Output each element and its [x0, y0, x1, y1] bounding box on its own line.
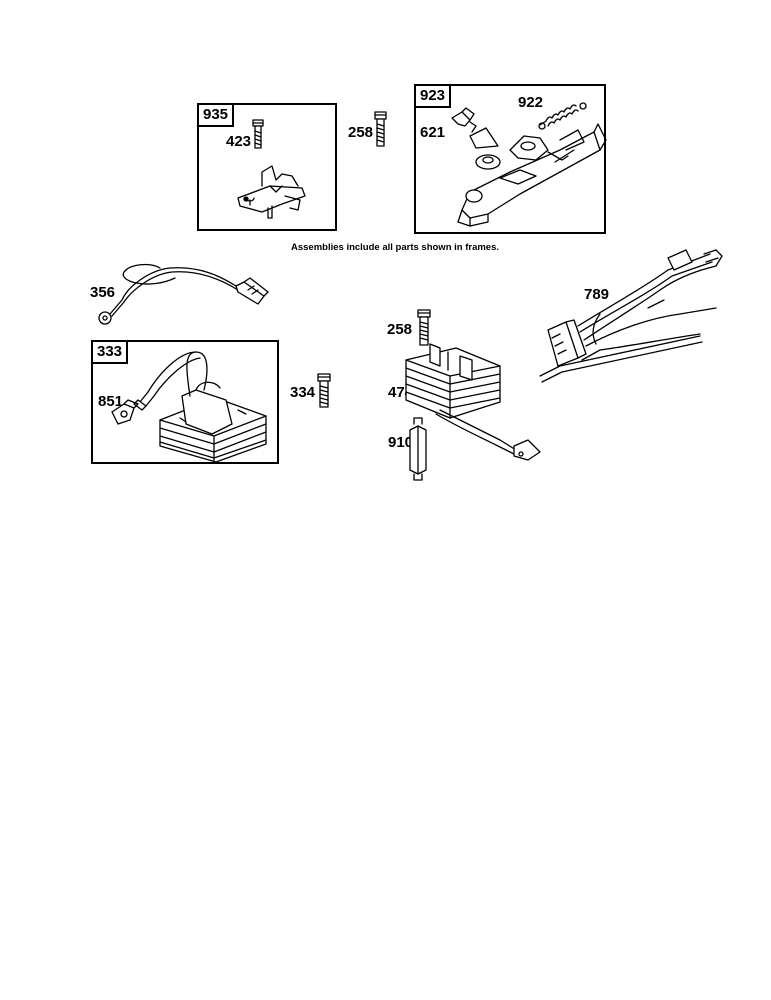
frame-935-tag: 935: [199, 105, 235, 127]
part-label-356: 356: [90, 284, 116, 301]
part-label-258-top: 258: [348, 124, 374, 141]
part-label-258-mid: 258: [387, 321, 413, 338]
rectifier-icon: [405, 343, 541, 461]
governor-plate-icon: [457, 123, 607, 227]
part-label-423: 423: [226, 133, 252, 150]
bolt-icon: [317, 373, 331, 408]
standoff-icon: [409, 417, 427, 481]
wire-harness-icon: [539, 249, 723, 383]
part-label-910: 910: [388, 434, 414, 451]
spring-icon: [538, 102, 587, 130]
frame-923-tag: 923: [416, 86, 452, 108]
assemblies-note: Assemblies include all parts shown in fr…: [291, 242, 500, 253]
bolt-icon: [417, 309, 431, 346]
bolt-icon: [374, 111, 387, 147]
frame-333: 333: [91, 340, 279, 464]
ignition-coil-icon: [133, 351, 267, 463]
part-label-922: 922: [518, 94, 544, 111]
wire-icon: [98, 263, 269, 325]
part-label-789: 789: [584, 286, 610, 303]
part-label-621: 621: [420, 124, 446, 141]
bracket-icon: [111, 399, 139, 425]
part-label-334: 334: [290, 384, 316, 401]
frame-935: 935: [197, 103, 337, 231]
frame-923: 923: [414, 84, 606, 234]
bracket-icon: [237, 165, 306, 219]
frame-333-tag: 333: [93, 342, 129, 364]
bracket-icon: [451, 107, 477, 133]
part-label-851: 851: [98, 393, 124, 410]
bolt-icon: [252, 119, 264, 149]
